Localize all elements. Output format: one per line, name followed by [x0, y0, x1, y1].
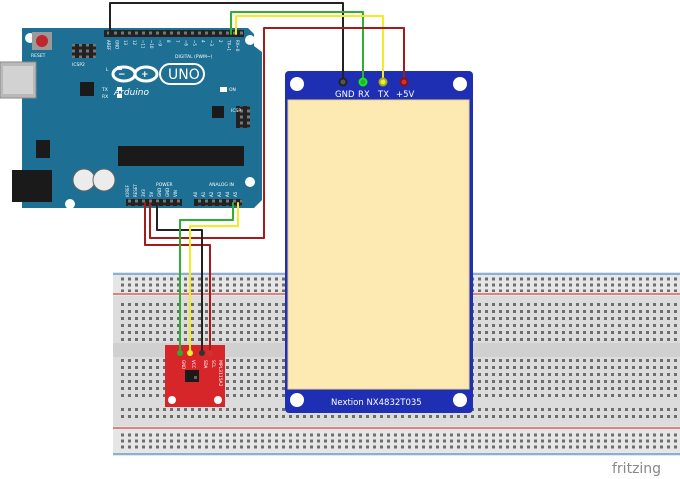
- capacitor: [72, 168, 96, 192]
- digital-header: [104, 30, 244, 37]
- power-pin-label: GND: [165, 188, 170, 197]
- analog-pin-label: A2: [209, 191, 214, 197]
- wire-black-gnd: [109, 2, 344, 80]
- regulator: [36, 140, 50, 158]
- display-pin-label: +5V: [396, 90, 415, 100]
- sensor-pin-label: SDA: [203, 360, 208, 369]
- led-on: [220, 87, 227, 92]
- arduino-logo-icon: − +: [111, 65, 159, 83]
- analog-pin-label: A3: [217, 191, 222, 197]
- wire-green-sensor: [179, 202, 234, 353]
- on-label: ON: [229, 87, 236, 93]
- sensor-pin-label: VCC: [191, 360, 196, 369]
- mounting-hole: [290, 393, 304, 407]
- mounting-hole: [290, 77, 304, 91]
- power-pin-label: VIN: [173, 190, 178, 197]
- mounting-hole: [453, 393, 467, 407]
- digital-label: DIGITAL (PWM~): [175, 54, 213, 60]
- power-label: POWER: [156, 182, 173, 188]
- digital-pin-label: ~6: [183, 40, 188, 46]
- digital-pin-label: ~11: [140, 40, 145, 49]
- power-pin-label: 5V: [149, 191, 154, 197]
- led-rx: [117, 94, 122, 98]
- brand-label: Arduino: [113, 88, 149, 98]
- mounting-hole: [65, 199, 75, 209]
- display-pin-label: GND: [335, 90, 355, 100]
- icsp2-header: [72, 44, 96, 58]
- tx-label: TX: [101, 87, 108, 93]
- digital-pin-label: TX→1: [226, 39, 231, 52]
- digital-pin-label: ~9: [158, 40, 163, 46]
- mounting-hole: [245, 177, 255, 187]
- dc-power-jack: [12, 170, 52, 202]
- svg-text:+: +: [141, 70, 149, 80]
- digital-pin-label: 8: [166, 40, 171, 43]
- icsp-label: ICSP: [231, 108, 241, 114]
- uno-badge: [159, 63, 205, 85]
- mounting-hole: [453, 77, 467, 91]
- digital-pin-label: 13: [123, 40, 128, 46]
- digital-pin-label: 12: [132, 40, 137, 46]
- fritzing-watermark: fritzing: [612, 461, 661, 477]
- digital-pin-label: ~5: [192, 40, 197, 46]
- capacitor: [92, 168, 116, 192]
- digital-pin-label: GND: [115, 40, 120, 49]
- sensor-pin-label: GND: [181, 360, 186, 369]
- analog-pin-label: A5: [233, 191, 238, 197]
- wire-green-tx-rx: [230, 11, 364, 80]
- display-model-label: Nextion NX4832T035: [331, 398, 422, 408]
- digital-pin-label: ~10: [149, 40, 154, 49]
- digital-pin-label: ~3: [209, 40, 214, 46]
- sensor-side-label: MPL3115A2: [217, 360, 223, 387]
- svg-text:−: −: [118, 70, 126, 80]
- digital-pin-label: 4: [201, 40, 206, 43]
- power-pin-label: IOREF: [125, 184, 130, 197]
- power-header: [126, 199, 182, 206]
- display-pin-label: TX: [377, 90, 389, 100]
- usb-chip: [80, 82, 94, 96]
- sensor-pin-label: SCL: [211, 360, 216, 368]
- analog-pin-label: A0: [193, 191, 198, 197]
- digital-pin-label: AREF: [106, 40, 111, 51]
- display-screen: [287, 99, 470, 390]
- breadboard-bottom-rail: [113, 426, 680, 456]
- icsp2-label: ICSP2: [72, 62, 85, 68]
- power-pin-label: GND: [157, 188, 162, 197]
- wire-yellow-rx-tx: [235, 15, 384, 80]
- wires: [109, 2, 409, 356]
- power-pin-label: RESET: [133, 184, 138, 197]
- led-l: [117, 66, 122, 70]
- l-label: L: [106, 67, 109, 73]
- wire-red-sensor: [144, 202, 211, 353]
- small-chip: [212, 106, 224, 118]
- power-pin-label: 3V3: [141, 189, 146, 197]
- analog-header: [194, 199, 242, 206]
- icsp-header: [236, 106, 250, 128]
- digital-pin-label: RX←0: [235, 40, 240, 52]
- model-label: UNO: [168, 67, 200, 83]
- reset-label: RESET: [31, 53, 46, 59]
- digital-pin-label: 7: [175, 40, 180, 43]
- mounting-hole: [245, 35, 255, 45]
- wire-red-5v-display: [149, 27, 405, 239]
- analog-pin-label: A1: [201, 191, 206, 197]
- digital-pin-label: 2: [218, 40, 223, 43]
- rx-label: RX: [102, 94, 108, 100]
- wire-yellow-sensor: [189, 202, 239, 353]
- microcontroller-chip: [118, 146, 244, 166]
- led-tx: [117, 87, 122, 91]
- analog-label: ANALOG IN: [209, 182, 234, 188]
- display-pin-label: RX: [358, 90, 370, 100]
- analog-pin-label: A4: [225, 191, 230, 197]
